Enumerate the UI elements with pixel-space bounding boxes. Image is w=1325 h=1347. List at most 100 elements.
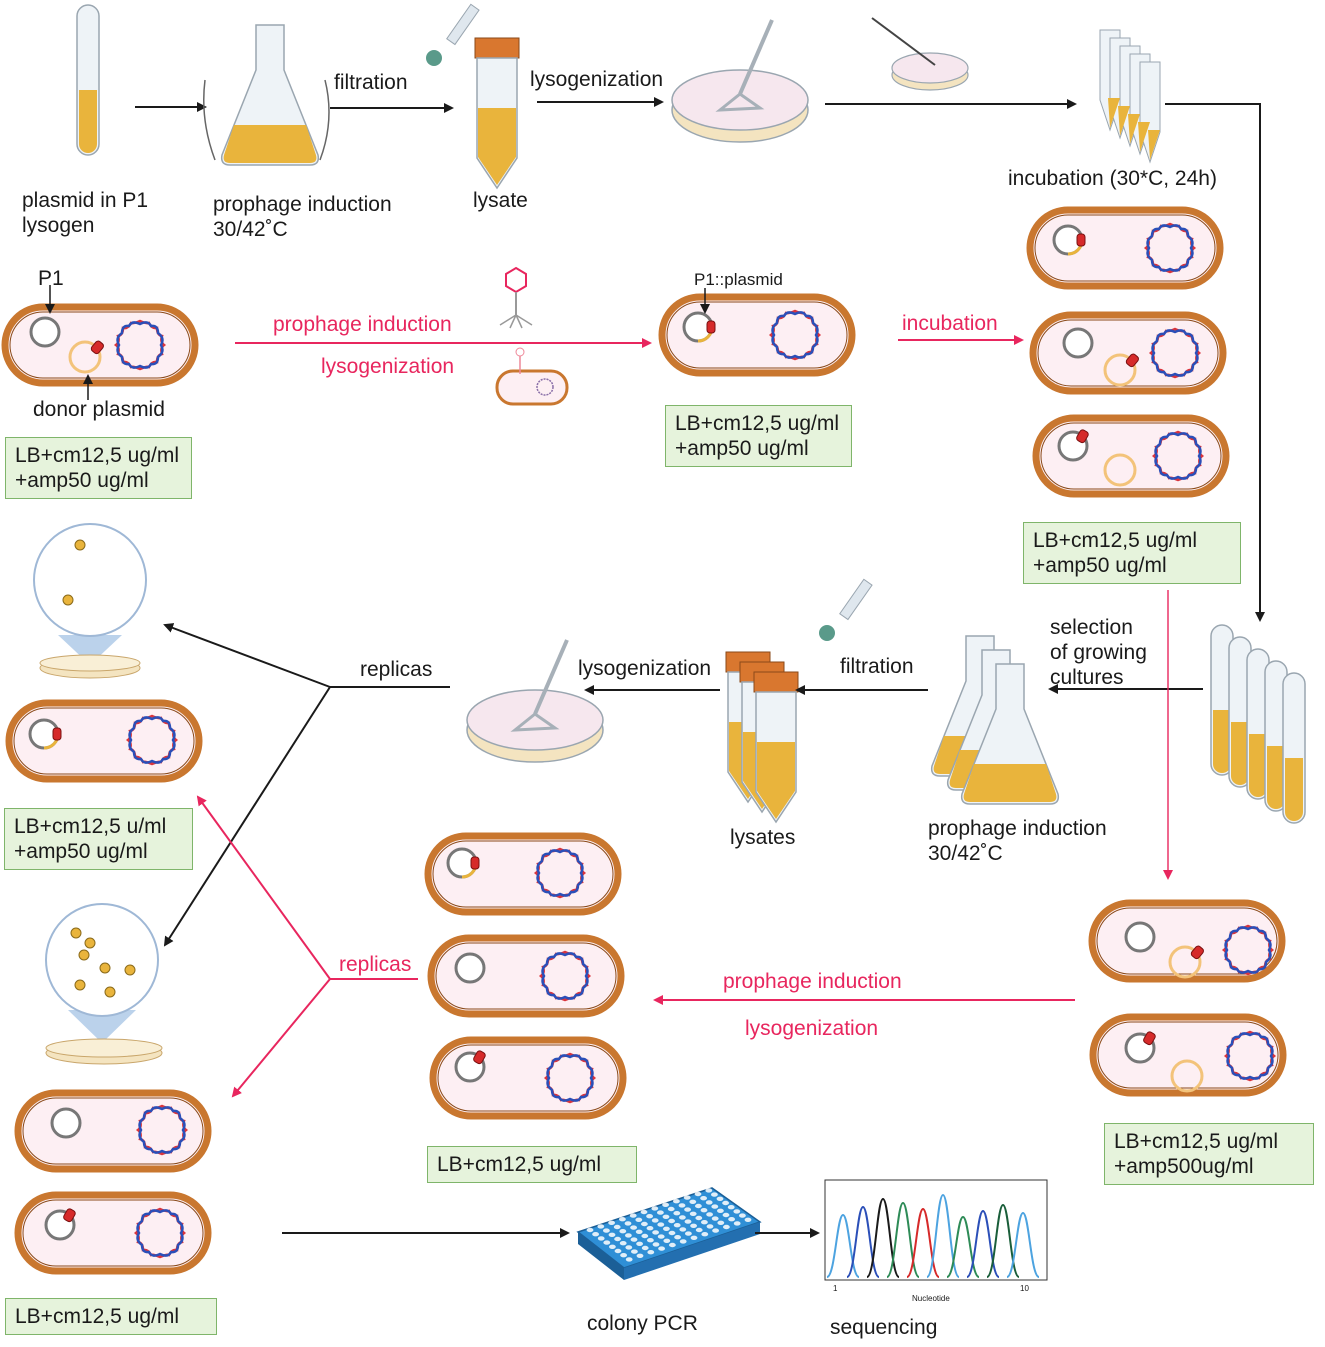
pcr-well [716, 1196, 724, 1202]
label-nucleotide-axis: Nucleotide [912, 1294, 950, 1303]
label-filtration-top: filtration [334, 71, 408, 94]
pcr-well [651, 1218, 659, 1223]
pcr-well [695, 1215, 703, 1221]
pcr-well [624, 1221, 632, 1226]
media-box-7: LB+cm12,5 ug/ml [5, 1298, 217, 1335]
label-lysogenization-row2: lysogenization [321, 355, 455, 378]
label-colony-pcr: colony PCR [587, 1312, 698, 1335]
pcr-well [630, 1225, 637, 1230]
pcr-well [641, 1245, 649, 1251]
pcr-well [630, 1237, 638, 1242]
pcr-well [647, 1238, 654, 1243]
label-p1: P1 [38, 267, 64, 290]
pcr-well [631, 1249, 638, 1254]
pcr-well [619, 1241, 627, 1246]
pcr-well [695, 1203, 702, 1209]
pcr-well [662, 1202, 669, 1208]
pcr-well [722, 1212, 730, 1218]
pcr-well [673, 1223, 681, 1228]
pcr-well [586, 1227, 594, 1233]
pcr-well [646, 1226, 654, 1231]
pcr-well [597, 1224, 605, 1229]
pcr-well [603, 1228, 610, 1233]
label-plasmid-in-p1: plasmid in P1 lysogen [22, 189, 149, 237]
label-lysogenization-top: lysogenization [530, 68, 664, 91]
label-prophage-induction-mid: prophage induction 30/42˚C [928, 817, 1107, 865]
pcr-well [711, 1204, 719, 1209]
eppendorf-tubes [1099, 29, 1161, 164]
label-p1-plasmid: P1::plasmid [694, 270, 783, 289]
pcr-well [712, 1228, 719, 1233]
label-prophage-induction-row2: prophage induction [273, 313, 452, 336]
pcr-well [684, 1219, 692, 1224]
media-box-4: LB+cm12,5 u/ml +amp50 ug/ml [4, 808, 193, 870]
pcr-well [668, 1218, 675, 1224]
phage-icon [499, 266, 533, 329]
pcr-well [635, 1217, 643, 1223]
pcr-well [744, 1217, 752, 1223]
pcr-well [695, 1227, 703, 1233]
pcr-well [722, 1200, 729, 1206]
label-replicas-pink: replicas [339, 953, 412, 976]
pcr-well [694, 1191, 702, 1197]
pcr-well [673, 1211, 681, 1216]
pcr-well [635, 1229, 643, 1235]
label-prophage-induction-top: prophage induction 30/42˚C [213, 193, 392, 241]
colony-magnifier-top [33, 523, 147, 679]
pcr-well [662, 1214, 670, 1220]
pcr-well [717, 1220, 725, 1226]
label-lysogenization-low: lysogenization [745, 1017, 879, 1040]
pcr-well [679, 1215, 686, 1220]
pcr-well [705, 1200, 713, 1205]
pcr-well [658, 1246, 665, 1251]
pcr-well [684, 1207, 691, 1212]
pcr-well [625, 1233, 632, 1238]
sequencing-chromatogram [824, 1179, 1048, 1281]
pcr-well [663, 1226, 670, 1232]
label-donor-plasmid: donor plasmid [33, 398, 165, 421]
pcr-well [608, 1232, 616, 1238]
pcr-well [685, 1231, 692, 1236]
chromatogram-peak [1006, 1211, 1040, 1278]
pcr-well [629, 1213, 637, 1218]
label-incubation-top: incubation (30*C, 24h) [1008, 167, 1217, 190]
pcr-well [727, 1205, 735, 1210]
label-axis-start: 1 [833, 1284, 838, 1293]
pcr-well [679, 1227, 687, 1232]
label-axis-end: 10 [1020, 1284, 1029, 1293]
pcr-well [706, 1212, 713, 1217]
media-box-1: LB+cm12,5 ug/ml +amp50 ug/ml [5, 437, 192, 499]
pcr-well [619, 1229, 627, 1234]
pcr-well [614, 1236, 621, 1242]
pcr-well [690, 1235, 698, 1241]
pcr-well [609, 1244, 616, 1250]
pcr-well [701, 1232, 709, 1237]
pcr-well [717, 1208, 724, 1214]
pcr-well [603, 1240, 611, 1245]
pcr-well [657, 1222, 665, 1227]
label-incubation-row2: incubation [902, 312, 998, 335]
pcr-well [705, 1188, 713, 1193]
pcr-well [700, 1196, 707, 1201]
media-box-2: LB+cm12,5 ug/ml +amp50 ug/ml [665, 405, 852, 467]
pcr-well [597, 1236, 605, 1241]
media-box-3: LB+cm12,5 ug/ml +amp50 ug/ml [1023, 522, 1241, 584]
pcr-well [663, 1238, 671, 1244]
pcr-well [647, 1250, 655, 1255]
small-cell-icon [495, 347, 569, 406]
pcr-well [668, 1230, 676, 1236]
pcr-well [636, 1241, 643, 1247]
label-replicas-top: replicas [360, 658, 433, 681]
pcr-well [625, 1245, 633, 1250]
pcr-well [657, 1234, 665, 1239]
pcr-well [689, 1211, 697, 1217]
media-box-6: LB+cm12,5 ug/ml +amp500ug/ml [1104, 1123, 1314, 1185]
pcr-well [679, 1239, 687, 1244]
colony-magnifier-bottom [45, 903, 163, 1065]
label-selection: selection of growing cultures [1050, 616, 1147, 689]
pcr-well [641, 1221, 648, 1227]
pcr-well [673, 1199, 680, 1204]
pcr-well [667, 1206, 675, 1212]
pcr-well [652, 1230, 659, 1235]
